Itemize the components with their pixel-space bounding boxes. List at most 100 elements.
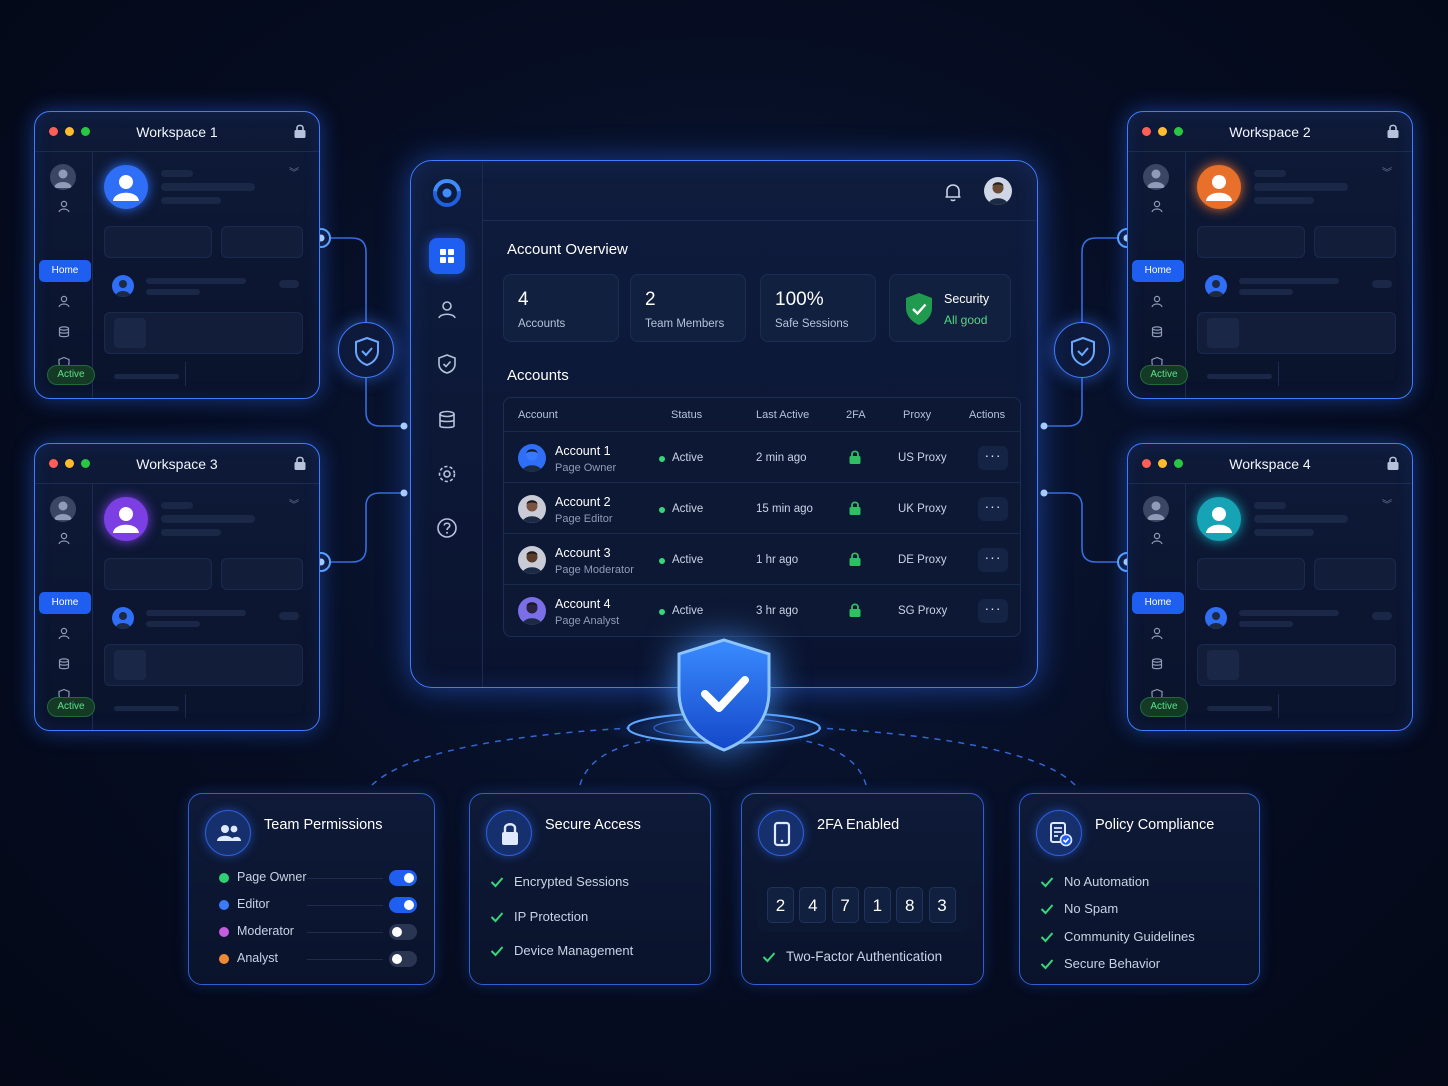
database-icon[interactable] xyxy=(1150,325,1164,339)
user-icon[interactable] xyxy=(1150,531,1164,545)
status-text: Active xyxy=(658,554,704,566)
more-actions-button[interactable]: ··· xyxy=(978,548,1008,572)
divider xyxy=(1278,362,1279,386)
permission-toggle[interactable] xyxy=(389,897,417,913)
code-digit: 8 xyxy=(896,887,924,923)
user-avatar[interactable] xyxy=(984,177,1012,205)
item-label: No Spam xyxy=(1064,901,1119,917)
workspace-sidebar: Home xyxy=(1128,152,1186,398)
status-text: Active xyxy=(658,503,704,515)
divider xyxy=(307,959,383,960)
dashboard-topbar xyxy=(483,161,1037,221)
placeholder-line xyxy=(146,278,246,284)
database-icon[interactable] xyxy=(57,657,71,671)
more-actions-button[interactable]: ··· xyxy=(978,497,1008,521)
account-name[interactable]: Account 1 xyxy=(555,444,611,458)
home-button[interactable]: Home xyxy=(1132,260,1184,282)
chevron-down-icon[interactable]: ︾ xyxy=(289,500,299,511)
placeholder-line xyxy=(1207,374,1272,379)
avatar xyxy=(112,275,134,297)
placeholder-line xyxy=(1254,515,1348,523)
database-icon[interactable] xyxy=(1150,657,1164,671)
placeholder-line xyxy=(1254,183,1348,191)
account-name[interactable]: Account 4 xyxy=(555,597,611,611)
proxy-label: US Proxy xyxy=(898,452,947,464)
placeholder-line xyxy=(1239,621,1293,627)
home-button[interactable]: Home xyxy=(39,260,91,282)
account-role: Page Editor xyxy=(555,513,613,525)
placeholder-thumb xyxy=(1207,650,1239,680)
permission-toggle[interactable] xyxy=(389,951,417,967)
user-icon[interactable] xyxy=(57,531,71,545)
column-header: Last Active xyxy=(756,409,810,421)
user-icon[interactable] xyxy=(1150,294,1164,308)
placeholder-line xyxy=(1254,529,1314,536)
nav-help-icon[interactable] xyxy=(436,517,458,539)
placeholder-line xyxy=(161,529,221,536)
bell-icon[interactable] xyxy=(942,181,964,203)
home-button[interactable]: Home xyxy=(39,592,91,614)
window-controls[interactable] xyxy=(1142,127,1183,136)
role-label: Analyst xyxy=(237,951,278,965)
nav-users-icon[interactable] xyxy=(436,299,458,321)
placeholder-line xyxy=(1254,197,1314,204)
account-name[interactable]: Account 2 xyxy=(555,495,611,509)
account-name[interactable]: Account 3 xyxy=(555,546,611,560)
account-role: Page Analyst xyxy=(555,615,620,627)
user-icon[interactable] xyxy=(57,294,71,308)
placeholder-block xyxy=(1314,226,1396,258)
user-icon[interactable] xyxy=(57,199,71,213)
nav-database-icon[interactable] xyxy=(436,409,458,431)
shield-check-icon xyxy=(906,293,932,325)
divider xyxy=(185,694,186,718)
account-role: Page Owner xyxy=(555,462,617,474)
permission-toggle[interactable] xyxy=(389,924,417,940)
placeholder-line xyxy=(161,515,255,523)
chevron-down-icon[interactable]: ︾ xyxy=(1382,168,1392,179)
shield-check-icon xyxy=(1071,336,1095,367)
placeholder-line xyxy=(279,280,299,288)
permission-toggle[interactable] xyxy=(389,870,417,886)
card-title: Secure Access xyxy=(545,817,641,833)
window-controls[interactable] xyxy=(49,459,90,468)
role-dot xyxy=(219,900,229,910)
code-digit: 1 xyxy=(863,887,891,923)
workspace-title: Workspace 2 xyxy=(1229,124,1311,140)
user-icon[interactable] xyxy=(1150,199,1164,213)
nav-security-icon[interactable] xyxy=(436,353,458,375)
user-icon[interactable] xyxy=(1150,626,1164,640)
more-actions-button[interactable]: ··· xyxy=(978,446,1008,470)
user-icon[interactable] xyxy=(57,626,71,640)
role-label: Moderator xyxy=(237,924,294,938)
placeholder-line xyxy=(161,502,193,509)
profile-avatar xyxy=(104,165,148,209)
database-icon[interactable] xyxy=(57,325,71,339)
shield-hub-left xyxy=(338,322,394,378)
placeholder-line xyxy=(161,197,221,204)
more-actions-button[interactable]: ··· xyxy=(978,599,1008,623)
nav-dashboard-button[interactable] xyxy=(429,238,465,274)
home-button[interactable]: Home xyxy=(1132,592,1184,614)
window-titlebar: Workspace 3 xyxy=(35,444,319,484)
stat-value: 100% xyxy=(775,289,824,310)
checklist-item: No Spam xyxy=(1040,901,1118,916)
role-dot xyxy=(219,927,229,937)
nav-settings-icon[interactable] xyxy=(436,463,458,485)
chevron-down-icon[interactable]: ︾ xyxy=(1382,500,1392,511)
role-label: Editor xyxy=(237,897,270,911)
window-controls[interactable] xyxy=(1142,459,1183,468)
window-controls[interactable] xyxy=(49,127,90,136)
placeholder-block xyxy=(1197,226,1305,258)
chevron-down-icon[interactable]: ︾ xyxy=(289,168,299,179)
